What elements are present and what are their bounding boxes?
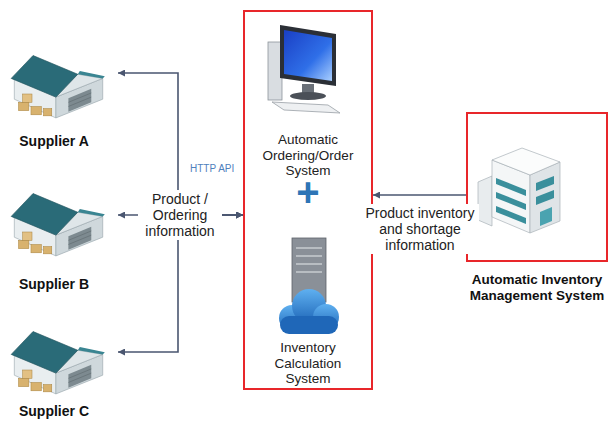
warehouse-icon	[11, 56, 105, 118]
system-node: Automatic Ordering/Order System	[253, 20, 363, 190]
node-text: Supplier A	[4, 133, 104, 149]
building-icon	[478, 148, 560, 233]
warehouse-icon	[11, 194, 105, 256]
plus-symbol: +	[245, 172, 371, 212]
supplier-node: Supplier C	[4, 315, 118, 425]
supplier-node: Supplier A	[4, 38, 118, 150]
protocol-label: HTTP API	[190, 163, 234, 174]
connector-arrow	[373, 194, 466, 196]
warehouse-icon	[11, 332, 105, 394]
inventory-system-box: Automatic Inventory Management System	[466, 112, 608, 262]
flow-label: Product / Ordering information	[138, 190, 222, 240]
supplier-node: Supplier B	[4, 178, 118, 290]
node-text: Automatic Inventory Management System	[462, 272, 611, 303]
node-text: Supplier B	[4, 276, 104, 292]
node-text: Inventory Calculation System	[253, 340, 363, 387]
system-node: Inventory Calculation System	[253, 234, 363, 384]
computer-icon	[268, 25, 340, 113]
node-text: Supplier C	[4, 403, 104, 419]
server-cloud-icon	[279, 238, 339, 334]
flow-label: Product inventory and shortage informati…	[361, 204, 479, 254]
system-group-box: Automatic Ordering/Order SystemInventory…	[243, 10, 373, 390]
